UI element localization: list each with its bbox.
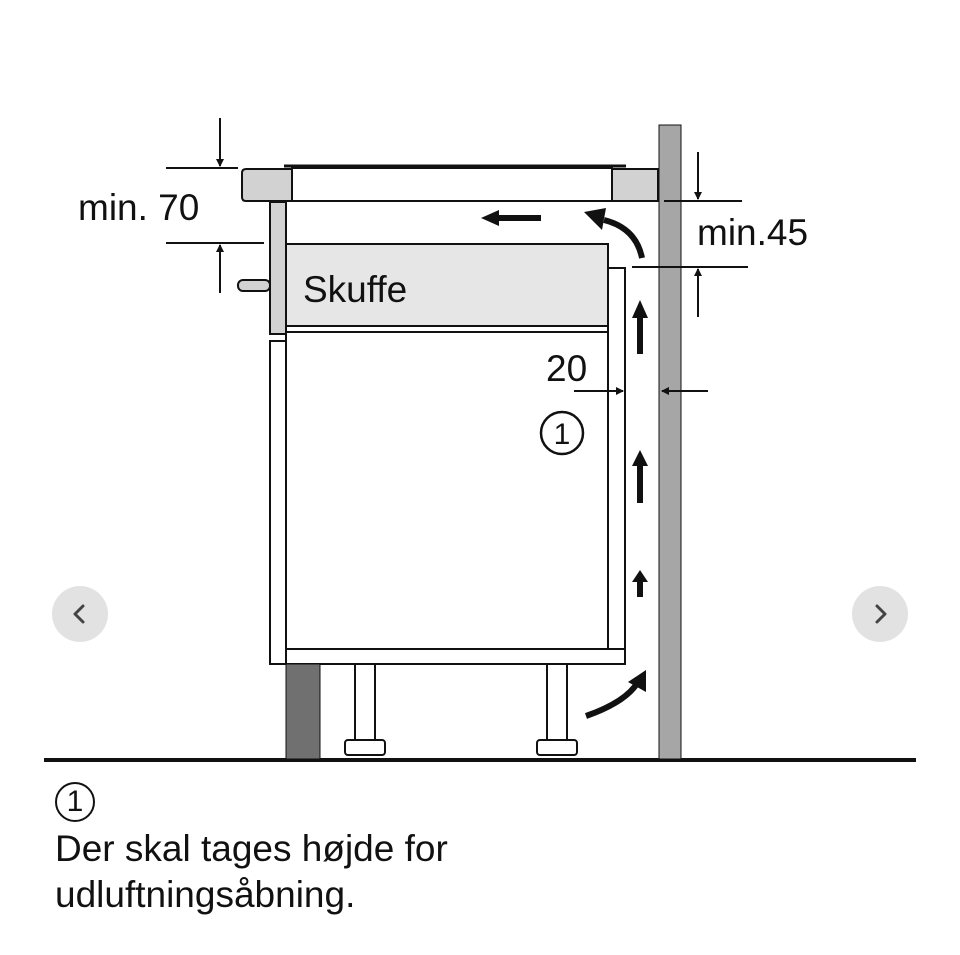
cabinet-base (285, 648, 626, 665)
chevron-right-icon (875, 604, 887, 624)
cabinet-back-panel (607, 267, 626, 650)
worktop-right-section (611, 168, 659, 202)
chevron-left-icon (73, 604, 85, 624)
worktop (241, 168, 293, 202)
drawer-handle (237, 279, 271, 292)
cabinet-door (269, 340, 287, 665)
airflow-curve-top (603, 217, 645, 259)
airflow-arrow-up-2 (632, 450, 648, 503)
drawer-front (269, 201, 287, 335)
cabinet-leg-right (536, 663, 578, 756)
marker-circle (539, 410, 585, 456)
marker-number: 1 (554, 418, 571, 451)
airflow-arrows (481, 208, 648, 719)
label-min-45: min.45 (697, 212, 808, 253)
drawer-label: Skuffe (303, 269, 407, 310)
airflow-curve-bottom-head (628, 670, 646, 692)
airflow-arrow-up-1 (632, 570, 648, 597)
caption-marker: 1 (55, 782, 95, 822)
airflow-arrow-up-3 (632, 300, 648, 354)
label-gap-20: 20 (546, 348, 587, 389)
label-min-70: min. 70 (78, 187, 199, 228)
airflow-curve-top-head (584, 208, 606, 230)
cooktop (291, 167, 613, 202)
cabinet-leg-left (344, 663, 386, 756)
airflow-curve-bottom (585, 680, 641, 719)
rear-wall (658, 124, 682, 760)
drawer (285, 243, 609, 327)
caption-line-1: Der skal tages højde for (55, 828, 448, 869)
previous-image-button[interactable] (52, 586, 108, 642)
airflow-arrow-left (481, 210, 541, 226)
caption-line-2: udluftningsåbning. (55, 874, 356, 915)
next-image-button[interactable] (852, 586, 908, 642)
plinth (285, 663, 321, 760)
caption: 1 Der skal tages højde for udluftningsåb… (55, 782, 448, 918)
